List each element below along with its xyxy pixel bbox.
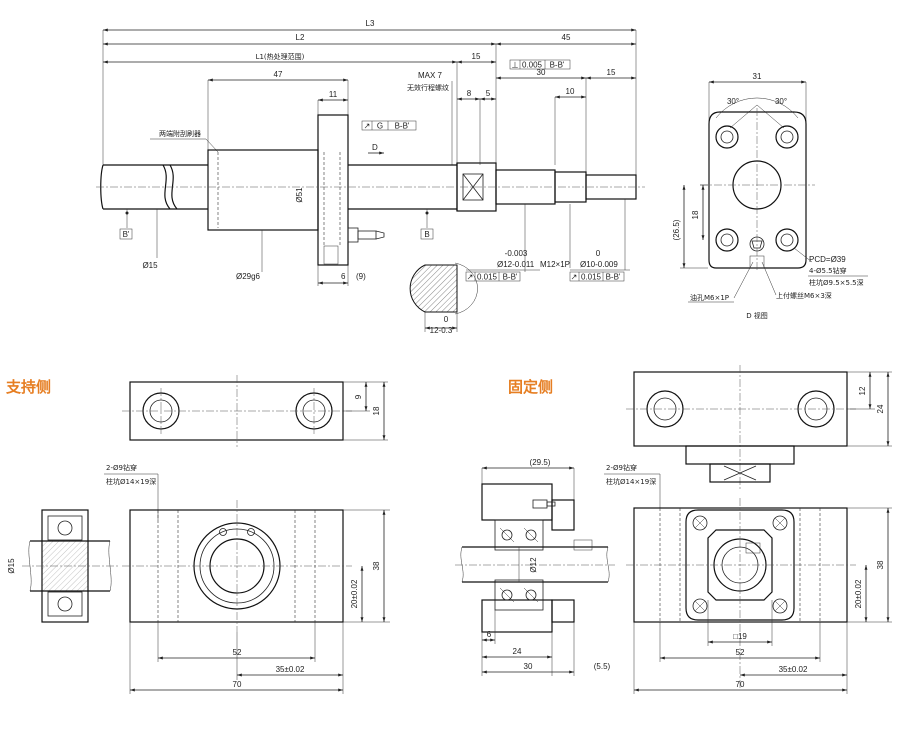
dim-15b: 15 <box>607 68 616 77</box>
dim-5: 5 <box>486 89 491 98</box>
dim-45: 45 <box>562 33 571 42</box>
dim-d10: Ø10-0.009 <box>580 260 618 269</box>
svg-text:B-B': B-B' <box>606 273 621 282</box>
svg-text:G: G <box>377 122 383 131</box>
svg-text:B-B': B-B' <box>503 273 518 282</box>
support-side: 支持侧 9 18 2-Ø9钻穿 柱坑Ø14×19深 Ø15 <box>5 375 390 694</box>
label-D: D <box>372 143 378 152</box>
dim-6: 6 <box>341 272 346 281</box>
dim-d15: Ø15 <box>7 558 16 574</box>
label-wiper: 两端附刮刷器 <box>159 129 201 138</box>
dim-max7: MAX 7 <box>418 71 443 80</box>
dim-tol-b: 0 <box>596 249 601 258</box>
dim-26-5: (26.5) <box>672 219 681 240</box>
dim-47: 47 <box>274 70 283 79</box>
dim-L3: L3 <box>366 19 375 28</box>
tolerance-frame-run2: ↗ 0.015 B-B' <box>569 271 625 282</box>
svg-text:0.015: 0.015 <box>477 273 498 282</box>
dim-18: 18 <box>691 210 700 219</box>
dim-24b: 24 <box>513 647 522 656</box>
support-title: 支持侧 <box>5 378 51 396</box>
support-cbore: 柱坑Ø14×19深 <box>106 477 156 486</box>
svg-text:⊥: ⊥ <box>512 61 519 70</box>
dim-m12: M12×1P <box>540 260 570 269</box>
dim-tol-a: -0.003 <box>505 249 528 258</box>
dim-8: 8 <box>467 89 472 98</box>
svg-text:0.015: 0.015 <box>581 273 602 282</box>
dim-24: 24 <box>876 404 885 413</box>
dim-70: 70 <box>736 680 745 689</box>
label-cbore: 柱坑Ø9.5×5.5深 <box>809 278 864 287</box>
dim-18: 18 <box>372 406 381 415</box>
dim-31: 31 <box>753 72 762 81</box>
dim-d29: Ø29g6 <box>236 272 261 281</box>
svg-text:B-B': B-B' <box>550 61 565 70</box>
dim-15a: 15 <box>472 52 481 61</box>
dim-20: 20±0.02 <box>350 579 359 608</box>
dim-29-5: (29.5) <box>530 458 551 467</box>
dim-38: 38 <box>372 561 381 570</box>
label-holes: 4-Ø5.5钻穿 <box>809 266 847 275</box>
tolerance-frame-perp: ⊥ 0.005 B-B' <box>509 59 571 70</box>
d-view: 31 30° 30° 18 (26.5) PCD=Ø39 4-Ø5.5钻穿 柱坑… <box>672 72 868 320</box>
dim-12: 12 <box>858 386 867 395</box>
dim-70: 70 <box>233 680 242 689</box>
dim-30: 30 <box>537 68 546 77</box>
dim-5-5: (5.5) <box>594 662 611 671</box>
dim-d12: Ø12 <box>529 557 538 573</box>
svg-text:12-0.3: 12-0.3 <box>430 326 453 335</box>
dim-20: 20±0.02 <box>854 579 863 608</box>
dim-52: 52 <box>736 648 745 657</box>
support-holes: 2-Ø9钻穿 <box>106 463 137 472</box>
svg-text:0.005: 0.005 <box>522 61 543 70</box>
dim-9: 9 <box>354 394 363 399</box>
fixed-title: 固定侧 <box>508 378 553 396</box>
dim-d51: Ø51 <box>295 187 304 203</box>
fixed-holes: 2-Ø9钻穿 <box>606 463 637 472</box>
tolerance-frame-run1: ↗ 0.015 B-B' <box>465 271 521 282</box>
key-section: 0 12-0.3 <box>409 262 478 335</box>
dim-35: 35±0.02 <box>276 665 305 674</box>
dim-35: 35±0.02 <box>779 665 808 674</box>
dim-10: 10 <box>566 87 575 96</box>
dim-d12: Ø12-0.011 <box>497 260 535 269</box>
dim-30: 30 <box>524 662 533 671</box>
label-tap: 上付螺丝M6×3深 <box>776 291 832 300</box>
svg-text:0: 0 <box>444 315 449 324</box>
d-view-caption: D 视图 <box>746 311 768 320</box>
dim-sq19: □19 <box>733 632 747 641</box>
svg-text:↗: ↗ <box>364 122 371 131</box>
svg-text:↗: ↗ <box>467 273 474 282</box>
tolerance-frame-G: ↗ G B-B' <box>361 120 417 131</box>
ballscrew-view: L3 L2 45 L1(热处理范围) 15 ⊥ 0.005 B-B' 47 30… <box>96 19 645 335</box>
dim-L1: L1(热处理范围) <box>256 52 305 61</box>
label-no-thread: 无效行程螺纹 <box>407 83 449 92</box>
dim-L2: L2 <box>296 33 305 42</box>
dim-d15: Ø15 <box>142 261 158 270</box>
dim-6: 6 <box>487 630 492 639</box>
dim-9: (9) <box>356 272 366 281</box>
fixed-side: 固定侧 12 24 2-Ø9钻穿 柱坑Ø14×19深 (29.5) <box>455 365 892 694</box>
dim-11: 11 <box>329 90 338 99</box>
angle-right: 30° <box>775 97 787 106</box>
svg-text:↗: ↗ <box>571 273 578 282</box>
dim-38: 38 <box>876 560 885 569</box>
label-pcd: PCD=Ø39 <box>809 255 846 264</box>
datum-B: B <box>424 230 429 239</box>
fixed-cbore: 柱坑Ø14×19深 <box>606 477 656 486</box>
dim-52: 52 <box>233 648 242 657</box>
angle-left: 30° <box>727 97 739 106</box>
svg-text:B-B': B-B' <box>395 122 410 131</box>
label-oil: 油孔M6×1P <box>690 293 729 302</box>
datum-B-prime: B' <box>123 230 130 239</box>
